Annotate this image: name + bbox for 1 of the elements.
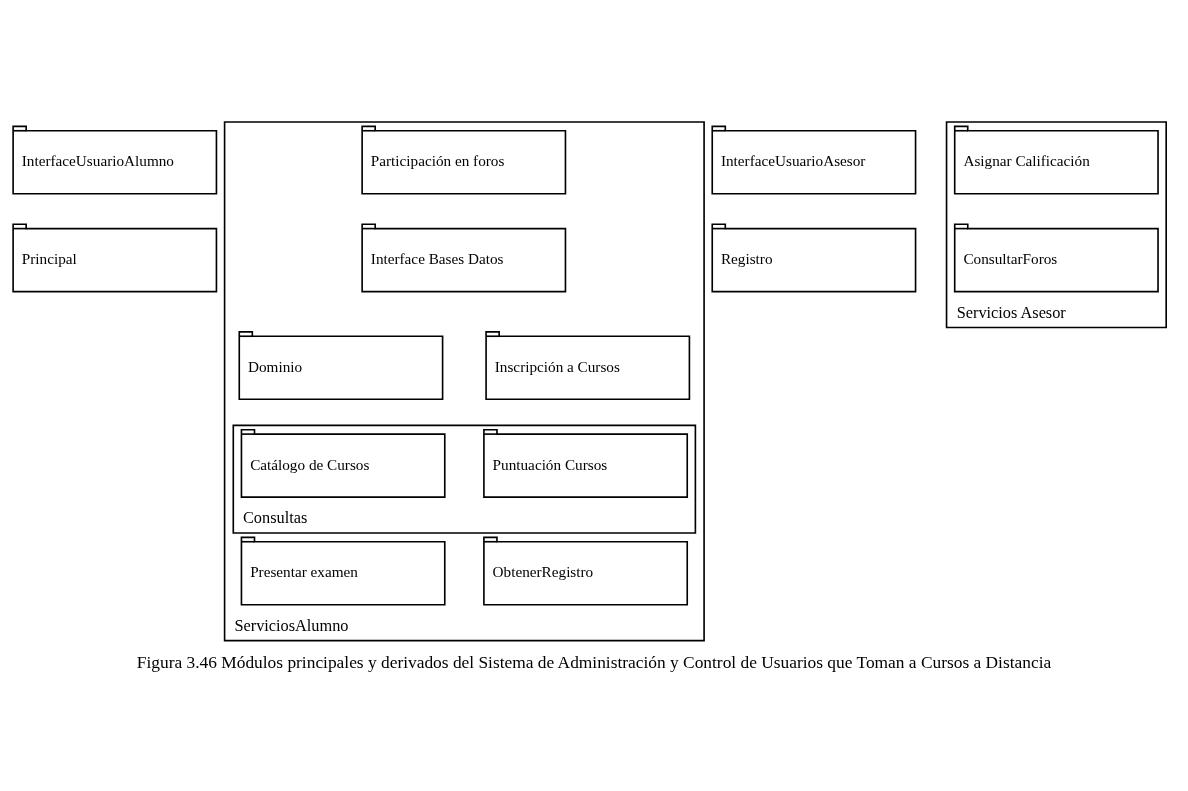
- caption: Figura 3.46 Módulos principales y derivados del Sistema de Administración y Control de Usuarios que Toman a Cursos a Distancia: [136, 652, 1052, 672]
